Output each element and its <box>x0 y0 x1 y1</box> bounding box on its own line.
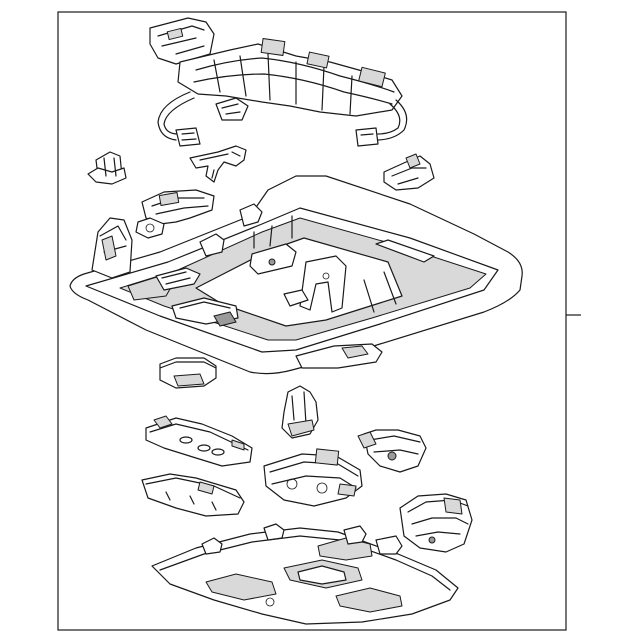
lamp-socket-icon[interactable] <box>159 357 217 389</box>
reading-lamp-icon[interactable] <box>145 415 253 467</box>
sensor-module-icon[interactable] <box>357 429 427 473</box>
bracket-icon[interactable] <box>189 145 247 183</box>
switch-panel-icon[interactable] <box>141 473 245 517</box>
switch-module-icon[interactable] <box>135 189 215 239</box>
mount-bracket-icon[interactable] <box>281 385 319 439</box>
clip-icon[interactable] <box>383 153 435 191</box>
console-cover-icon[interactable] <box>151 523 459 625</box>
clip-icon[interactable] <box>87 151 127 185</box>
console-housing-icon[interactable] <box>69 175 523 375</box>
wire-harness-icon[interactable] <box>149 17 408 147</box>
connector-block-icon[interactable] <box>399 493 473 553</box>
control-module-icon[interactable] <box>263 448 363 507</box>
